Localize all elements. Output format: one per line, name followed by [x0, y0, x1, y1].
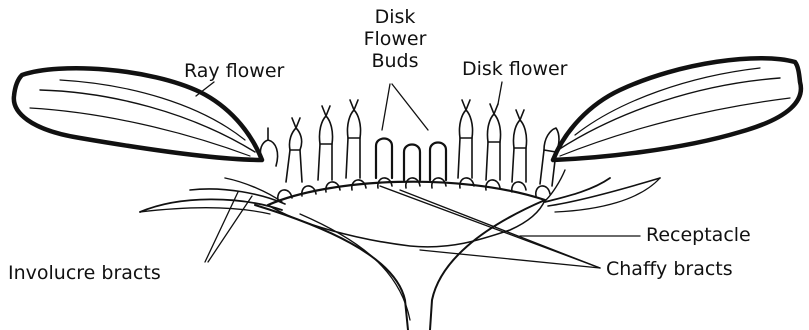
- stem: [255, 200, 545, 330]
- left-ray-flower: [14, 68, 262, 160]
- label-disk-flower-buds: Disk Flower Buds: [346, 6, 444, 72]
- label-disk-flower-buds-line3: Buds: [346, 50, 444, 72]
- receptacle-dome: [268, 182, 545, 247]
- involucre-bracts-right: [545, 170, 660, 212]
- label-chaffy-bracts: Chaffy bracts: [606, 258, 733, 280]
- label-involucre-bracts: Involucre bracts: [8, 262, 161, 284]
- leader-lines: [196, 82, 640, 268]
- label-disk-flower: Disk flower: [462, 58, 567, 80]
- right-ray-flower: [553, 58, 801, 160]
- label-disk-flower-buds-line1: Disk: [346, 6, 444, 28]
- label-receptacle: Receptacle: [646, 224, 751, 246]
- label-disk-flower-buds-line2: Flower: [346, 28, 444, 50]
- label-ray-flower: Ray flower: [184, 60, 284, 82]
- florets-row: [260, 100, 559, 200]
